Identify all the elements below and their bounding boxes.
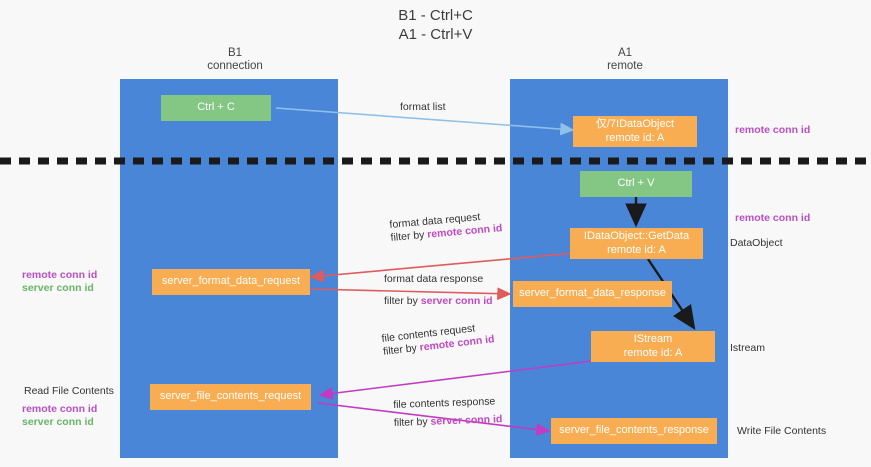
- edge-label-format-data-response-text: format data response: [384, 273, 484, 285]
- annotation-left-read-file-contents: Read File Contents: [24, 385, 114, 397]
- node-server-format-data-response-label: server_format_data_response: [519, 287, 666, 300]
- node-server-file-contents-response[interactable]: server_file_contents_response: [551, 418, 717, 444]
- node-server-format-data-response[interactable]: server_format_data_response: [513, 281, 672, 307]
- annotation-right-write-file-contents: Write File Contents: [737, 425, 827, 437]
- node-ctrl-c[interactable]: Ctrl + C: [161, 95, 271, 121]
- node-server-format-data-request-label: server_format_data_request: [161, 275, 301, 288]
- edge-label-file-contents-response-filter: filter by server conn id: [394, 413, 503, 430]
- edge-label-format-data-request: format data request filter by remote con…: [389, 209, 503, 245]
- annotation-right-dataobject: DataObject: [730, 237, 783, 249]
- node-server-file-contents-request-label: server_file_contents_request: [159, 390, 302, 403]
- annotation-right-remote-conn-id-mid: remote conn id: [735, 212, 811, 224]
- node-idataobject-line1: 仅/7IDataObject: [595, 118, 675, 130]
- annotation-right-remote-conn-id-top: remote conn id: [735, 124, 811, 136]
- column-header-a1: A1 remote: [510, 47, 740, 73]
- edge-label-format-data-response: format data response filter by server co…: [384, 273, 493, 308]
- filter-key-server-conn-id: server conn id: [430, 413, 503, 428]
- edge-label-format-data-response-filter: filter by server conn id: [384, 295, 493, 308]
- edge-label-file-contents-response-text: file contents response: [393, 395, 496, 411]
- edge-label-format-list: format list: [400, 101, 446, 114]
- node-server-file-contents-response-label: server_file_contents_response: [559, 424, 709, 437]
- edge-label-file-contents-response: file contents response filter by server …: [393, 395, 503, 430]
- node-ctrl-c-label: Ctrl + C: [197, 101, 235, 114]
- node-istream-line1: IStream: [633, 333, 673, 345]
- filter-prefix: filter by: [384, 295, 421, 307]
- edge-label-format-list-text: format list: [400, 101, 446, 113]
- node-idataobject-getdata[interactable]: IDataObject::GetData remote id: A: [570, 228, 703, 259]
- filter-key-server-conn-id: server conn id: [420, 295, 493, 307]
- filter-prefix: filter by: [390, 228, 428, 244]
- node-ctrl-v-label: Ctrl + V: [617, 177, 655, 190]
- column-header-b1: B1 connection: [120, 47, 350, 73]
- annotation-right-istream: Istream: [730, 342, 766, 354]
- annotation-left-remote-conn-id-2: remote conn id: [22, 403, 98, 415]
- diagram-title: B1 - Ctrl+C A1 - Ctrl+V: [0, 6, 871, 44]
- edge-label-file-contents-request: file contents request filter by remote c…: [381, 320, 495, 359]
- node-getdata-line1: IDataObject::GetData: [583, 230, 690, 242]
- filter-prefix: filter by: [393, 415, 431, 429]
- node-idataobject-line2: remote id: A: [605, 131, 665, 144]
- column-header-b1-sub: connection: [207, 60, 263, 72]
- node-ctrl-v[interactable]: Ctrl + V: [580, 171, 692, 197]
- column-header-b1-name: B1: [227, 47, 243, 59]
- node-idataobject[interactable]: 仅/7IDataObject remote id: A: [573, 116, 697, 147]
- node-istream[interactable]: IStream remote id: A: [591, 331, 715, 362]
- annotation-left-remote-conn-id: remote conn id: [22, 269, 98, 281]
- node-server-format-data-request[interactable]: server_format_data_request: [152, 269, 310, 295]
- column-header-a1-name: A1: [617, 47, 633, 59]
- column-header-a1-sub: remote: [607, 60, 643, 72]
- annotation-left-server-conn-id: server conn id: [22, 282, 94, 294]
- annotation-left-server-conn-id-2: server conn id: [22, 416, 94, 428]
- node-server-file-contents-request[interactable]: server_file_contents_request: [150, 384, 311, 410]
- node-istream-line2: remote id: A: [623, 346, 683, 359]
- title-line-1: B1 - Ctrl+C: [398, 7, 473, 24]
- node-getdata-line2: remote id: A: [607, 243, 666, 256]
- title-line-2: A1 - Ctrl+V: [398, 26, 473, 43]
